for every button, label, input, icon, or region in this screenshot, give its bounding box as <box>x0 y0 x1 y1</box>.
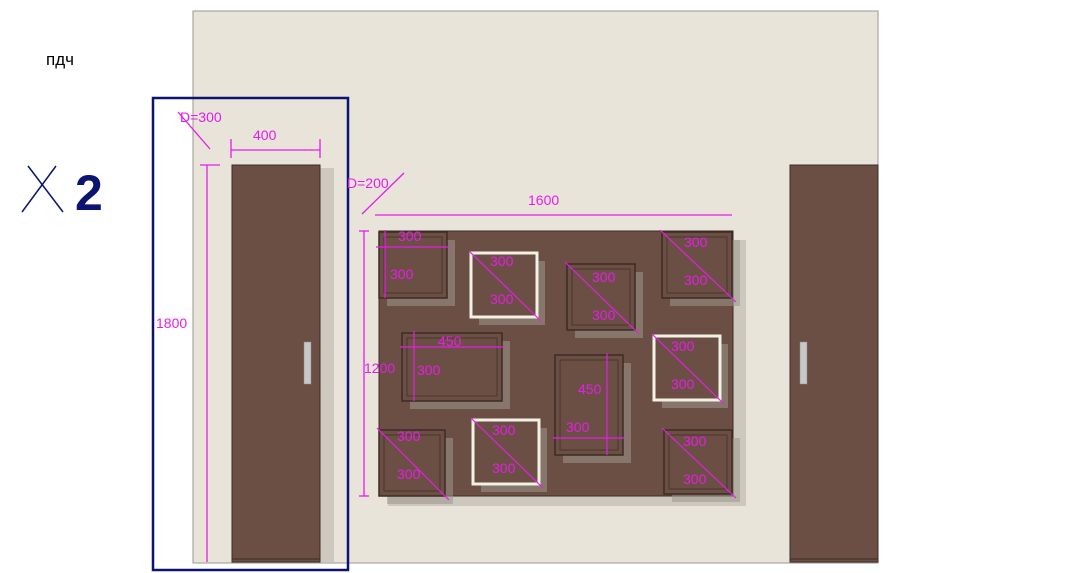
shelf-width-label: 300 <box>398 228 422 244</box>
cabinet-width-label: 400 <box>253 127 277 143</box>
shelf-width-label: 300 <box>684 234 708 250</box>
shelf-height-label: 300 <box>492 460 516 476</box>
panel-width-label: 1600 <box>528 192 559 208</box>
shelf-width-label: 300 <box>397 428 421 444</box>
shelf-box: 300 300 <box>470 417 547 492</box>
shelf-height-label: 300 <box>592 307 616 323</box>
shelf-height-label: 300 <box>390 266 414 282</box>
shelf-box: 300 450 <box>553 353 631 463</box>
shelf-box: 450 300 <box>400 331 510 409</box>
panel-depth-label: D=200 <box>347 175 389 191</box>
left-cabinet <box>231 164 334 563</box>
shelf-width-label: 300 <box>671 338 695 354</box>
shelf-width-label: 450 <box>438 333 462 349</box>
shelf-width-label: 300 <box>566 419 590 435</box>
cabinet-depth-label: D=300 <box>180 109 222 125</box>
shelf-width-label: 300 <box>490 253 514 269</box>
selection-frame <box>151 96 350 572</box>
shelf-box: 300 300 <box>651 333 728 408</box>
shelf-width-label: 300 <box>492 422 516 438</box>
shelf-box: 300 300 <box>661 427 740 502</box>
panel-height-label: 1200 <box>364 360 395 376</box>
shelf-box: 300 300 <box>659 229 740 306</box>
shelf-height-label: 450 <box>578 381 602 397</box>
right-cabinet-handle <box>799 341 808 385</box>
multiplier-count: 2 <box>75 165 103 221</box>
shelf-height-label: 300 <box>684 272 708 288</box>
multiplier-cross-icon <box>21 165 64 213</box>
shelf-height-label: 300 <box>417 362 441 378</box>
shelf-width-label: 300 <box>592 269 616 285</box>
left-cabinet-handle <box>303 341 312 385</box>
shelf-box: 300 300 <box>376 427 453 504</box>
note-label: пдч <box>46 50 74 69</box>
shelf-height-label: 300 <box>490 291 514 307</box>
cabinet-height-label: 1800 <box>156 315 187 331</box>
cabinet-dimension-lines <box>177 111 405 562</box>
panel-dimension-lines <box>359 214 732 497</box>
shelf-height-label: 300 <box>397 466 421 482</box>
shelf-box: 300 300 <box>564 261 643 338</box>
right-cabinet <box>789 164 879 563</box>
shelf-box: 300 300 <box>468 250 545 325</box>
shelf-width-label: 300 <box>683 433 707 449</box>
shelves-layer: 3003003003003003003003004503003004503003… <box>376 228 740 504</box>
shelf-height-label: 300 <box>683 471 707 487</box>
shelf-height-label: 300 <box>671 376 695 392</box>
shelf-box: 300 300 <box>376 228 455 306</box>
